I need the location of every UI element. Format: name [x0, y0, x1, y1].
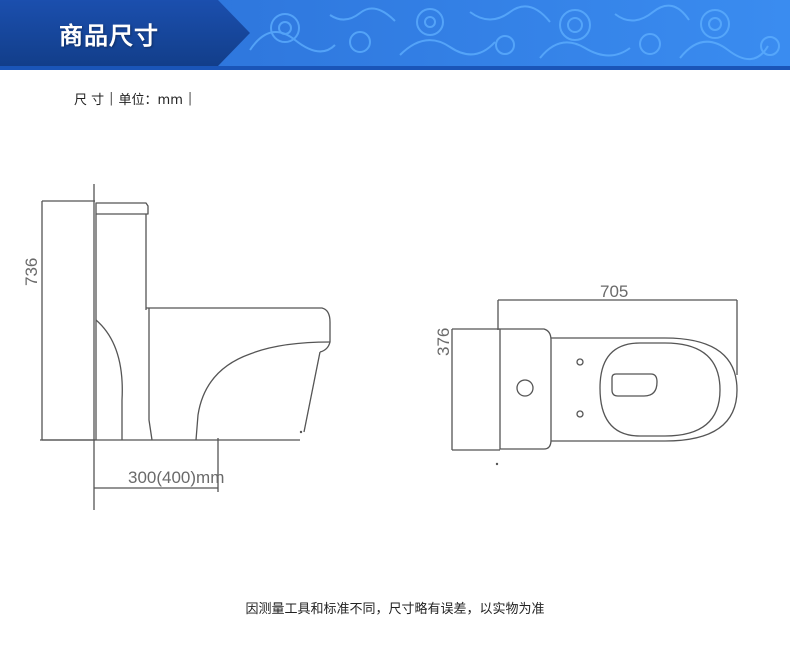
- length-dimension-label: 705: [600, 282, 629, 301]
- footer-note: 因测量工具和标准不同，尺寸略有误差，以实物为准: [245, 602, 545, 617]
- swirl-pattern: [249, 4, 780, 60]
- side-view: [40, 184, 331, 510]
- separator: |: [187, 90, 193, 106]
- separator: |: [109, 90, 114, 106]
- unit-value: 单位：mm: [118, 92, 183, 108]
- dimension-drawing: 736 376 705 300(400)mm: [0, 170, 790, 530]
- banner-graphic: [0, 0, 790, 70]
- depth-dimension-label: 376: [434, 327, 453, 356]
- unit-line: 尺 寸 | 单位：mm |: [74, 88, 197, 108]
- header-banner: 商品尺寸: [0, 0, 790, 70]
- toilet-drawing: [40, 184, 738, 510]
- banner-title: 商品尺寸: [59, 21, 159, 50]
- top-view: [451, 299, 738, 451]
- rough-in-dimension-label: 300(400)mm: [128, 468, 225, 487]
- height-dimension-label: 736: [22, 257, 41, 286]
- unit-label: 尺 寸: [74, 92, 105, 108]
